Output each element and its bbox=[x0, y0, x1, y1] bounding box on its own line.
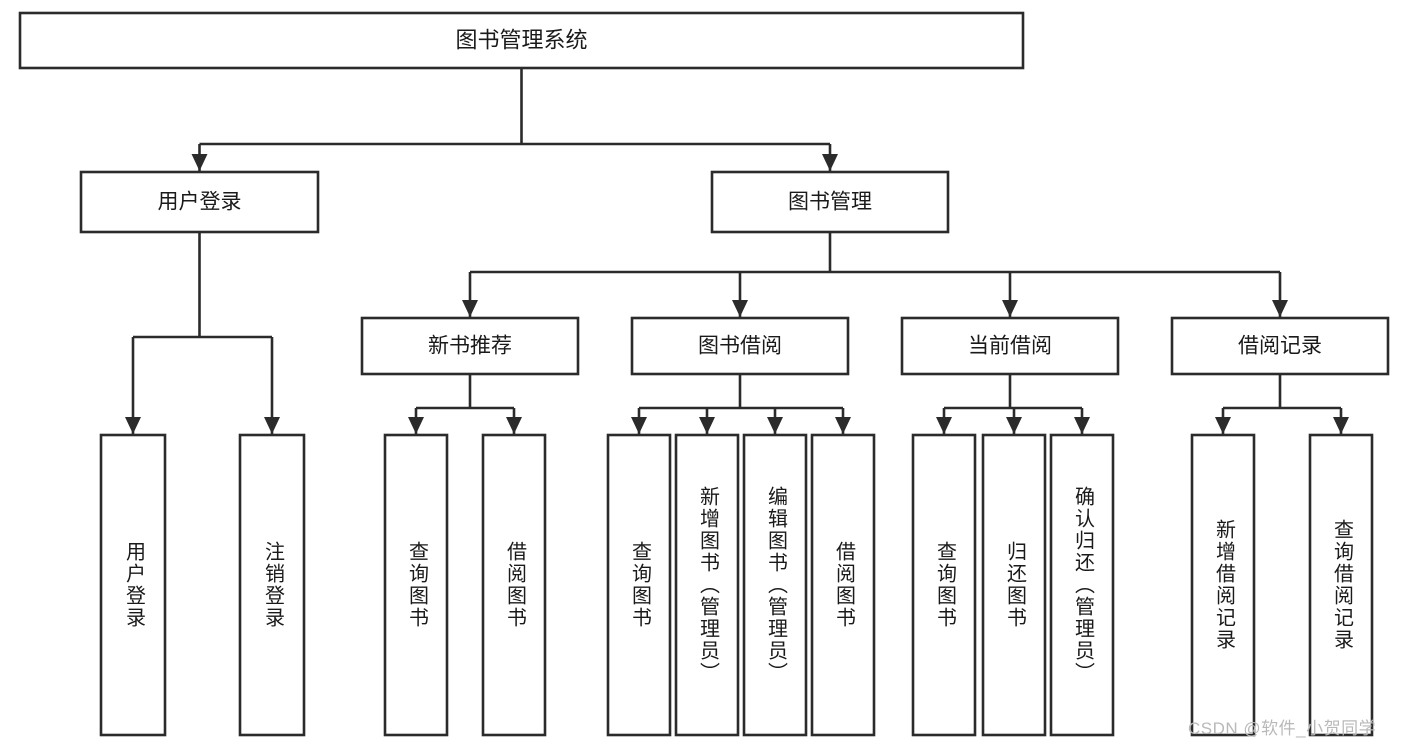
arrow-to-leaf-0-0 bbox=[125, 417, 141, 434]
node-leaf-12-rect[interactable] bbox=[1308, 433, 1374, 737]
node-root-label: 图书管理系统 bbox=[455, 27, 587, 52]
node-level2-0-label: 用户登录 bbox=[158, 191, 242, 214]
node-level2-1-label: 图书管理 bbox=[788, 191, 872, 214]
arrow-to-leaf-1-1 bbox=[506, 417, 522, 434]
node-leaf-5[interactable] bbox=[674, 433, 740, 737]
node-leaf-5-rect[interactable] bbox=[674, 433, 740, 737]
node-level3-0-rect[interactable] bbox=[360, 316, 580, 376]
node-leaf-2[interactable] bbox=[383, 433, 449, 737]
node-leaf-3-rect[interactable] bbox=[481, 433, 547, 737]
connectors-layer bbox=[125, 68, 1349, 434]
arrow-to-level2-0 bbox=[191, 154, 208, 171]
watermark: CSDN @软件_小贺同学 bbox=[1188, 719, 1377, 738]
arrow-to-leaf-2-3 bbox=[835, 417, 851, 434]
node-leaf-6[interactable] bbox=[742, 433, 808, 737]
arrow-to-level3-3 bbox=[1272, 300, 1288, 317]
node-level3-1[interactable] bbox=[630, 316, 850, 376]
node-level2-0-rect[interactable] bbox=[79, 170, 320, 234]
node-leaf-3[interactable] bbox=[481, 433, 547, 737]
arrow-to-leaf-2-2 bbox=[767, 417, 783, 434]
node-leaf-4[interactable] bbox=[606, 433, 672, 737]
node-level2-1[interactable] bbox=[710, 170, 950, 234]
arrow-to-leaf-3-0 bbox=[936, 417, 952, 434]
arrow-to-leaf-3-2 bbox=[1074, 417, 1090, 434]
arrow-to-leaf-2-0 bbox=[631, 417, 647, 434]
arrow-to-leaf-3-1 bbox=[1006, 417, 1022, 434]
node-level3-0[interactable] bbox=[360, 316, 580, 376]
arrow-to-leaf-2-1 bbox=[699, 417, 715, 434]
arrow-to-leaf-0-1 bbox=[264, 417, 280, 434]
arrow-to-level3-1 bbox=[732, 300, 748, 317]
arrow-to-level2-1 bbox=[822, 154, 838, 171]
node-leaf-0-rect[interactable] bbox=[99, 433, 167, 737]
node-level3-2-label: 当前借阅 bbox=[968, 335, 1052, 358]
node-leaf-6-rect[interactable] bbox=[742, 433, 808, 737]
boxes-layer bbox=[18, 11, 1390, 737]
node-leaf-10-rect[interactable] bbox=[1049, 433, 1115, 737]
node-level2-1-rect[interactable] bbox=[710, 170, 950, 234]
node-leaf-8[interactable] bbox=[911, 433, 977, 737]
node-level3-0-label: 新书推荐 bbox=[428, 335, 512, 358]
node-root[interactable] bbox=[18, 11, 1025, 70]
arrow-to-leaf-4-0 bbox=[1215, 417, 1231, 434]
node-leaf-2-rect[interactable] bbox=[383, 433, 449, 737]
node-level3-2[interactable] bbox=[900, 316, 1120, 376]
node-leaf-1[interactable] bbox=[238, 433, 306, 737]
arrow-to-level3-0 bbox=[462, 300, 478, 317]
node-level3-3[interactable] bbox=[1170, 316, 1390, 376]
node-level3-1-label: 图书借阅 bbox=[698, 335, 782, 358]
node-leaf-11-rect[interactable] bbox=[1190, 433, 1256, 737]
node-level3-1-rect[interactable] bbox=[630, 316, 850, 376]
node-leaf-10[interactable] bbox=[1049, 433, 1115, 737]
node-leaf-7[interactable] bbox=[810, 433, 876, 737]
node-level2-0[interactable] bbox=[79, 170, 320, 234]
node-leaf-9-rect[interactable] bbox=[981, 433, 1047, 737]
node-leaf-11[interactable] bbox=[1190, 433, 1256, 737]
arrow-to-leaf-4-1 bbox=[1333, 417, 1349, 434]
node-leaf-12[interactable] bbox=[1308, 433, 1374, 737]
node-level3-3-rect[interactable] bbox=[1170, 316, 1390, 376]
node-root-rect[interactable] bbox=[18, 11, 1025, 70]
node-level3-2-rect[interactable] bbox=[900, 316, 1120, 376]
arrow-to-level3-2 bbox=[1002, 300, 1018, 317]
node-level3-3-label: 借阅记录 bbox=[1238, 335, 1322, 358]
node-leaf-0[interactable] bbox=[99, 433, 167, 737]
node-leaf-9[interactable] bbox=[981, 433, 1047, 737]
arrow-to-leaf-1-0 bbox=[408, 417, 424, 434]
node-leaf-7-rect[interactable] bbox=[810, 433, 876, 737]
node-leaf-8-rect[interactable] bbox=[911, 433, 977, 737]
node-leaf-4-rect[interactable] bbox=[606, 433, 672, 737]
node-leaf-1-rect[interactable] bbox=[238, 433, 306, 737]
